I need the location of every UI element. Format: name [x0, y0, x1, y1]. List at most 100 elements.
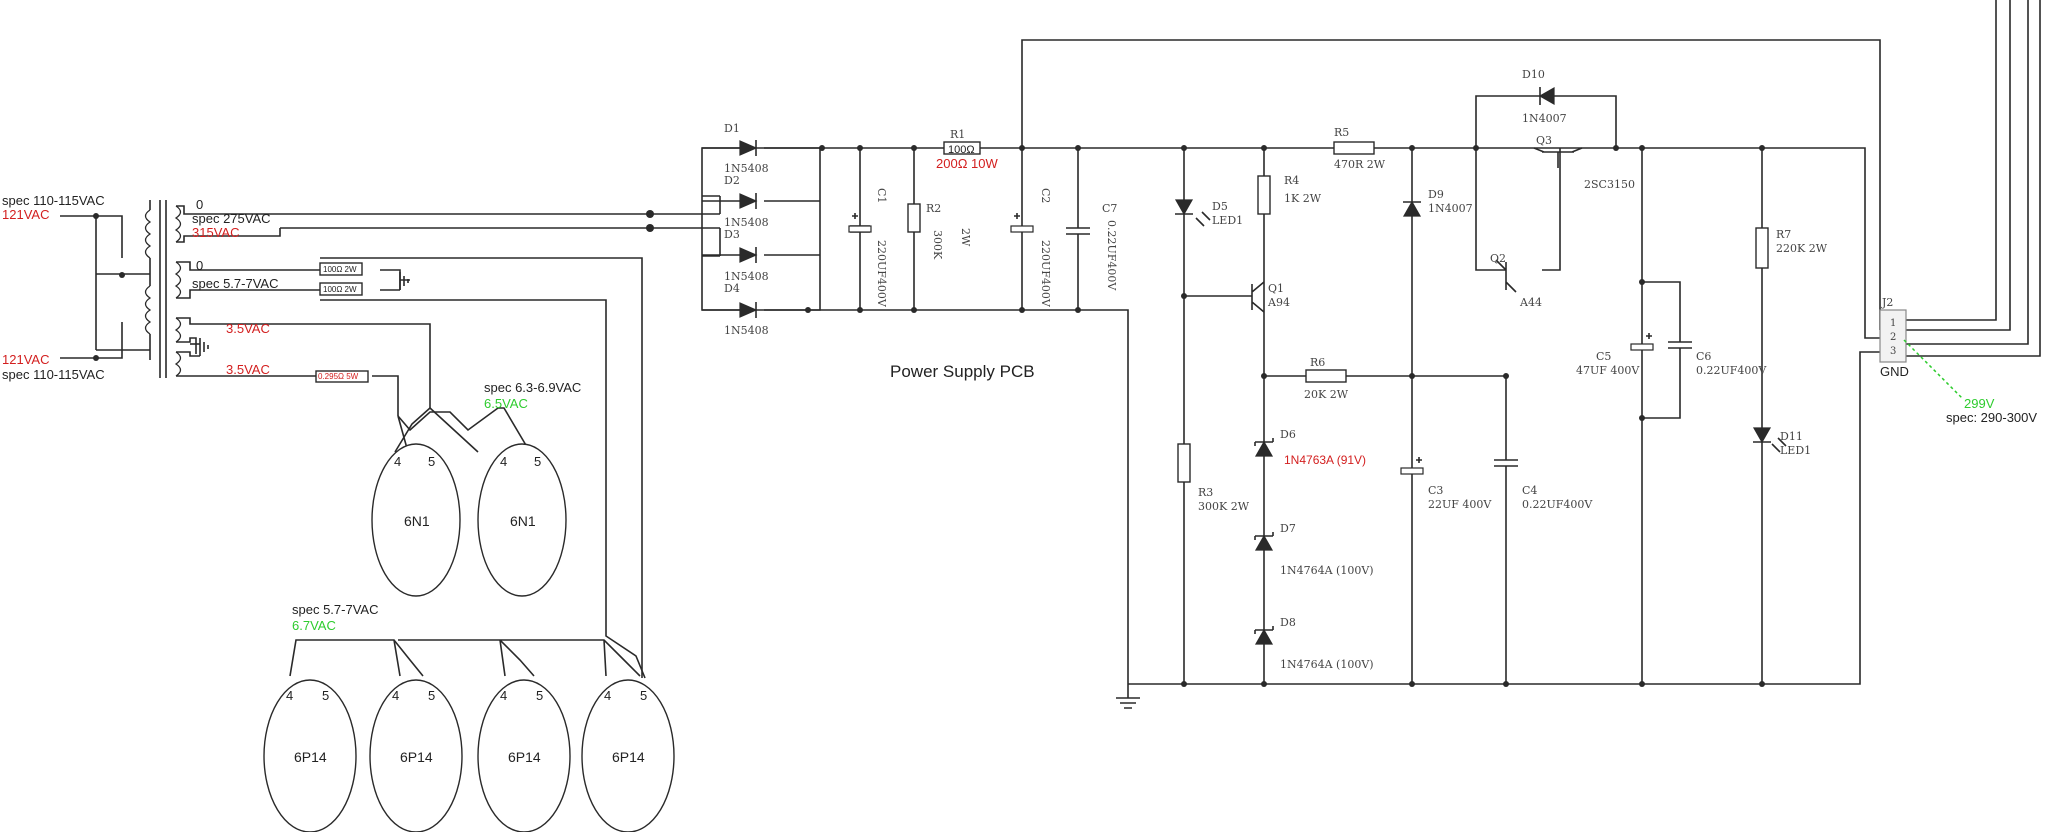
measurement-leader — [1903, 339, 1963, 399]
capacitor-c4: C4 0.22UF400V — [1494, 459, 1593, 511]
capacitor-c1: C1 220UF400V — [848, 188, 888, 308]
component-value: 1N4764A (100V) — [1280, 658, 1374, 671]
component-value: 1N5408 — [724, 324, 769, 337]
tube-pin-label: 4 — [394, 454, 401, 469]
component-ref: D3 — [724, 228, 740, 241]
tubes-group1-value: 6.5VAC — [484, 396, 528, 411]
component-ref: Q2 — [1490, 252, 1506, 265]
component-value: 22UF 400V — [1428, 498, 1492, 511]
diode-d4: D4 1N5408 — [724, 282, 769, 337]
tube-pin-label: 5 — [322, 688, 329, 703]
connector-pin: 3 — [1890, 346, 1896, 357]
resistor-label: 0.295Ω 5W — [318, 372, 359, 381]
resistor-label: 100Ω 2W — [323, 285, 357, 294]
ground-symbol — [399, 272, 409, 290]
junction-dots — [805, 145, 1765, 687]
component-value: 1N5408 — [724, 270, 769, 283]
component-ref: R7 — [1776, 228, 1791, 241]
component-value: LED1 — [1212, 214, 1243, 227]
resistor-100-bottom: 100Ω 2W — [319, 282, 363, 296]
diode-d10: D10 1N4007 — [1522, 68, 1567, 125]
tubes-group2-value: 6.7VAC — [292, 618, 336, 633]
component-ref: C7 — [1102, 202, 1117, 215]
component-ref: D4 — [724, 282, 740, 295]
component-value: 1N4007 — [1522, 112, 1567, 125]
connector-pin: 2 — [1890, 332, 1896, 343]
ground-symbol — [1116, 684, 1140, 709]
hv-spec: spec 275VAC — [192, 211, 271, 226]
zener-d7: D7 1N4764A (100V) — [1254, 522, 1374, 577]
resistor-label: 100Ω 2W — [323, 265, 357, 274]
component-value: 47UF 400V — [1576, 364, 1640, 377]
diode-d3: D3 1N5408 — [724, 228, 769, 283]
component-ref: R5 — [1334, 126, 1349, 139]
capacitor-c7: C7 0.22UF400V — [1066, 202, 1118, 291]
capacitor-c2: C2 220UF400V — [1010, 188, 1052, 308]
component-value: A44 — [1519, 296, 1542, 309]
resistor-r1: R1 100Ω 200Ω 10W — [936, 128, 998, 171]
component-ref: Q1 — [1268, 282, 1284, 295]
component-ref: C3 — [1428, 484, 1443, 497]
ground-symbol — [199, 338, 209, 356]
tube-6p14-1: 4 5 6P14 — [263, 679, 357, 832]
tube-name: 6P14 — [612, 749, 645, 765]
tube-pin-label: 4 — [286, 688, 293, 703]
tube-6p14-2: 4 5 6P14 — [369, 679, 463, 832]
component-ref: R6 — [1310, 356, 1325, 369]
component-value: 300K 2W — [1198, 500, 1250, 513]
diode-d1: D1 1N5408 — [724, 122, 769, 175]
tubes-group2-spec: spec 5.7-7VAC — [292, 602, 378, 617]
component-ref: D11 — [1780, 430, 1803, 443]
component-ref: D5 — [1212, 200, 1228, 213]
tube-name: 6P14 — [400, 749, 433, 765]
lv-spec: spec 5.7-7VAC — [192, 276, 278, 291]
component-value: 0.22UF400V — [1696, 364, 1767, 377]
component-ref: D2 — [724, 174, 740, 187]
component-ref: D6 — [1280, 428, 1296, 441]
connector-pin: 1 — [1890, 318, 1896, 329]
component-ref: R3 — [1198, 486, 1213, 499]
hv-zero-tap: 0 — [196, 197, 203, 212]
component-ref: C4 — [1522, 484, 1537, 497]
component-ref: D9 — [1428, 188, 1444, 201]
primary-top-spec: spec 110-115VAC — [2, 193, 105, 208]
transistor-q1: Q1 A94 — [1251, 281, 1290, 313]
lv-zero-tap: 0 — [196, 258, 203, 273]
resistor-r3: R3 300K 2W — [1177, 443, 1250, 513]
pcb-wiring — [701, 0, 2041, 685]
capacitor-c3: C3 22UF 400V — [1400, 457, 1492, 511]
tube-pin-label: 4 — [604, 688, 611, 703]
tube-pin-label: 5 — [534, 454, 541, 469]
wiring-hv — [320, 196, 721, 516]
tube-name: 6P14 — [508, 749, 541, 765]
component-value: 2W — [959, 228, 972, 247]
capacitor-c5: C5 47UF 400V — [1576, 333, 1654, 377]
component-value: 220UF400V — [875, 240, 888, 308]
led-d11: D11 LED1 — [1752, 427, 1811, 457]
gnd-label: GND — [1880, 364, 1909, 379]
component-ref: C1 — [875, 188, 888, 203]
component-value: 2SC3150 — [1584, 178, 1635, 191]
component-value: 1N4763A (91V) — [1284, 453, 1366, 467]
tube-pin-label: 4 — [392, 688, 399, 703]
measured-value: 200Ω 10W — [936, 156, 998, 171]
primary-bottom-value: 121VAC — [2, 352, 49, 367]
component-ref: R2 — [926, 202, 941, 215]
output-voltage-value: 299V — [1964, 396, 1995, 411]
component-value: 0.22UF400V — [1105, 220, 1118, 291]
resistor-r7: R7 220K 2W — [1755, 227, 1828, 269]
component-ref: C5 — [1596, 350, 1611, 363]
tube-name: 6N1 — [510, 513, 536, 529]
component-value: 1K 2W — [1284, 192, 1322, 205]
component-ref: D10 — [1522, 68, 1545, 81]
tube-6p14-3: 4 5 6P14 — [477, 679, 571, 832]
component-value: 20K 2W — [1304, 388, 1349, 401]
component-ref: D7 — [1280, 522, 1296, 535]
transistor-q3: Q3 2SC3150 — [1533, 134, 1635, 191]
tube-pin-label: 5 — [428, 688, 435, 703]
component-value: 220K 2W — [1776, 242, 1828, 255]
component-ref: D1 — [724, 122, 740, 135]
diode-d2: D2 1N5408 — [724, 174, 769, 229]
tube-pin-label: 4 — [500, 688, 507, 703]
